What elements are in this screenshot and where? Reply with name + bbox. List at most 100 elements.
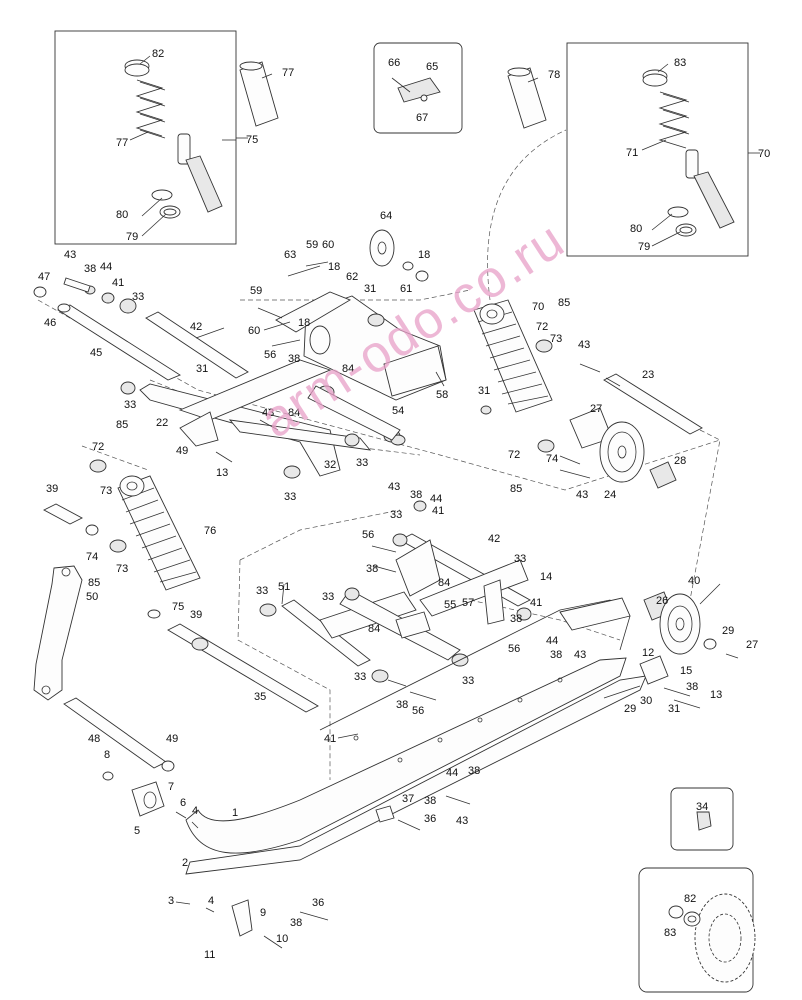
label-72-d: 73 (116, 563, 128, 575)
label-46: 46 (44, 317, 56, 329)
label-31: 31 (364, 283, 376, 295)
inset-grease-34 (670, 787, 734, 851)
label-38-f: 38 (550, 649, 562, 661)
label-84: 84 (342, 363, 354, 375)
label-65: 65 (426, 61, 438, 73)
label-50: 49 (176, 445, 188, 457)
inset-bracket-65 (373, 42, 463, 134)
label-33-f: 33 (514, 553, 526, 565)
label-41: 41 (112, 277, 124, 289)
label-78-b: 79 (638, 241, 650, 253)
label-5: 5 (134, 825, 140, 837)
label-84-c: 84 (438, 577, 450, 589)
link-51 (33, 565, 83, 701)
label-44-c: 44 (546, 635, 558, 647)
shock-70 (473, 299, 601, 465)
leader-lines (129, 55, 721, 739)
label-48: 48 (88, 733, 100, 745)
label-62: 62 (346, 271, 358, 283)
label-41-b: 41 (432, 505, 444, 517)
label-18-d: 22 (156, 417, 168, 429)
label-10: 10 (276, 933, 288, 945)
label-72-b: 72 (536, 321, 548, 333)
label-7: 7 (168, 781, 174, 793)
label-83: 83 (664, 927, 676, 939)
label-33-g: 33 (256, 585, 268, 597)
label-28: 29 (722, 625, 734, 637)
label-41-c: 41 (530, 597, 542, 609)
label-78: 79 (126, 231, 138, 243)
sleeve-77 (507, 67, 547, 129)
label-85-c: 85 (510, 483, 522, 495)
label-85-b: 85 (558, 297, 570, 309)
label-43: 43 (64, 249, 76, 261)
label-42-b: 42 (488, 533, 500, 545)
shaft-39-35 (43, 503, 319, 713)
label-30: 30 (640, 695, 652, 707)
label-38-k: 38 (290, 917, 302, 929)
label-43-d: 43 (576, 489, 588, 501)
label-18-c: 18 (298, 317, 310, 329)
label-85: 85 (116, 419, 128, 431)
label-38: 38 (288, 353, 300, 365)
label-38-e: 38 (510, 613, 522, 625)
label-38-b: 38 (84, 263, 96, 275)
label-56-c: 56 (508, 643, 520, 655)
label-75-b: 76 (204, 525, 216, 537)
label-80: 82 (152, 48, 164, 60)
label-72-c: 72 (508, 449, 520, 461)
label-34: 34 (696, 801, 708, 813)
label-85-d: 85 (88, 577, 100, 589)
label-45: 45 (90, 347, 102, 359)
label-4: 4 (192, 805, 198, 817)
label-29: 29 (624, 703, 636, 715)
label-33-b: 33 (124, 399, 136, 411)
label-64: 63 (284, 249, 296, 261)
label-13-b: 13 (710, 689, 722, 701)
label-2: 2 (182, 857, 188, 869)
label-70-b: 70 (532, 301, 544, 313)
label-79: 80 (116, 209, 128, 221)
label-24: 26 (656, 595, 668, 607)
label-39-b: 39 (190, 609, 202, 621)
label-36-b: 36 (312, 897, 324, 909)
label-75: 75 (246, 134, 258, 146)
label-60: 60 (322, 239, 334, 251)
label-38-j: 38 (424, 795, 436, 807)
label-54: 51 (278, 581, 290, 593)
label-9: 9 (260, 907, 266, 919)
label-63: 64 (380, 210, 392, 222)
label-80-b: 83 (674, 57, 686, 69)
label-71: 71 (626, 147, 638, 159)
label-39: 39 (46, 483, 58, 495)
label-3: 3 (168, 895, 174, 907)
label-44: 44 (100, 261, 112, 273)
middle-frame-assembly (371, 500, 532, 625)
label-60-b: 60 (248, 325, 260, 337)
label-8: 8 (104, 749, 110, 761)
label-47: 47 (38, 271, 50, 283)
label-23: 24 (604, 489, 616, 501)
label-18-b: 18 (328, 261, 340, 273)
label-12: 12 (642, 647, 654, 659)
label-56: 56 (264, 349, 276, 361)
label-79-b: 80 (630, 223, 642, 235)
label-77: 77 (282, 67, 294, 79)
label-58: 58 (436, 389, 448, 401)
label-33-h: 33 (322, 591, 334, 603)
label-31-d: 31 (668, 703, 680, 715)
label-33: 33 (132, 291, 144, 303)
shock-75 (81, 445, 201, 591)
label-43-f: 43 (574, 649, 586, 661)
label-14: 14 (540, 571, 552, 583)
label-44-b: 44 (430, 493, 442, 505)
label-77-b: 78 (548, 69, 560, 81)
label-32: 32 (324, 459, 336, 471)
label-73-c: 74 (546, 453, 558, 465)
label-66: 66 (388, 57, 400, 69)
front-tip-parts (63, 697, 329, 949)
part-number-labels: 82 77 77 75 80 79 66 65 67 78 83 71 70 8… (38, 48, 770, 961)
label-38-h: 38 (686, 681, 698, 693)
lower-arm-assembly (259, 587, 469, 701)
label-33-c: 33 (356, 457, 368, 469)
